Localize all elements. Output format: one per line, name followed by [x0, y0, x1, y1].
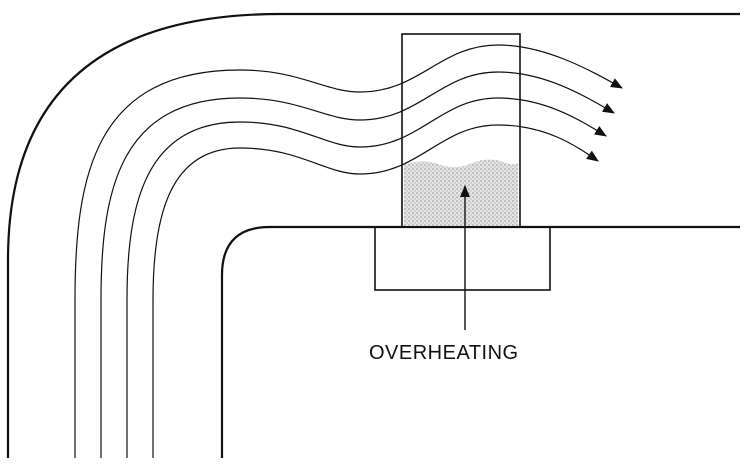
flow-line-2 — [100, 71, 615, 458]
flow-line-3 — [126, 97, 607, 458]
lower-block — [374, 226, 551, 291]
outer-wall — [6, 12, 740, 458]
flow-lines — [74, 44, 623, 458]
overheating-label: OVERHEATING — [369, 342, 519, 364]
heated-zone — [404, 159, 518, 226]
flow-line-4 — [152, 124, 599, 458]
inner-wall — [220, 225, 740, 458]
flow-line-1 — [74, 44, 623, 458]
